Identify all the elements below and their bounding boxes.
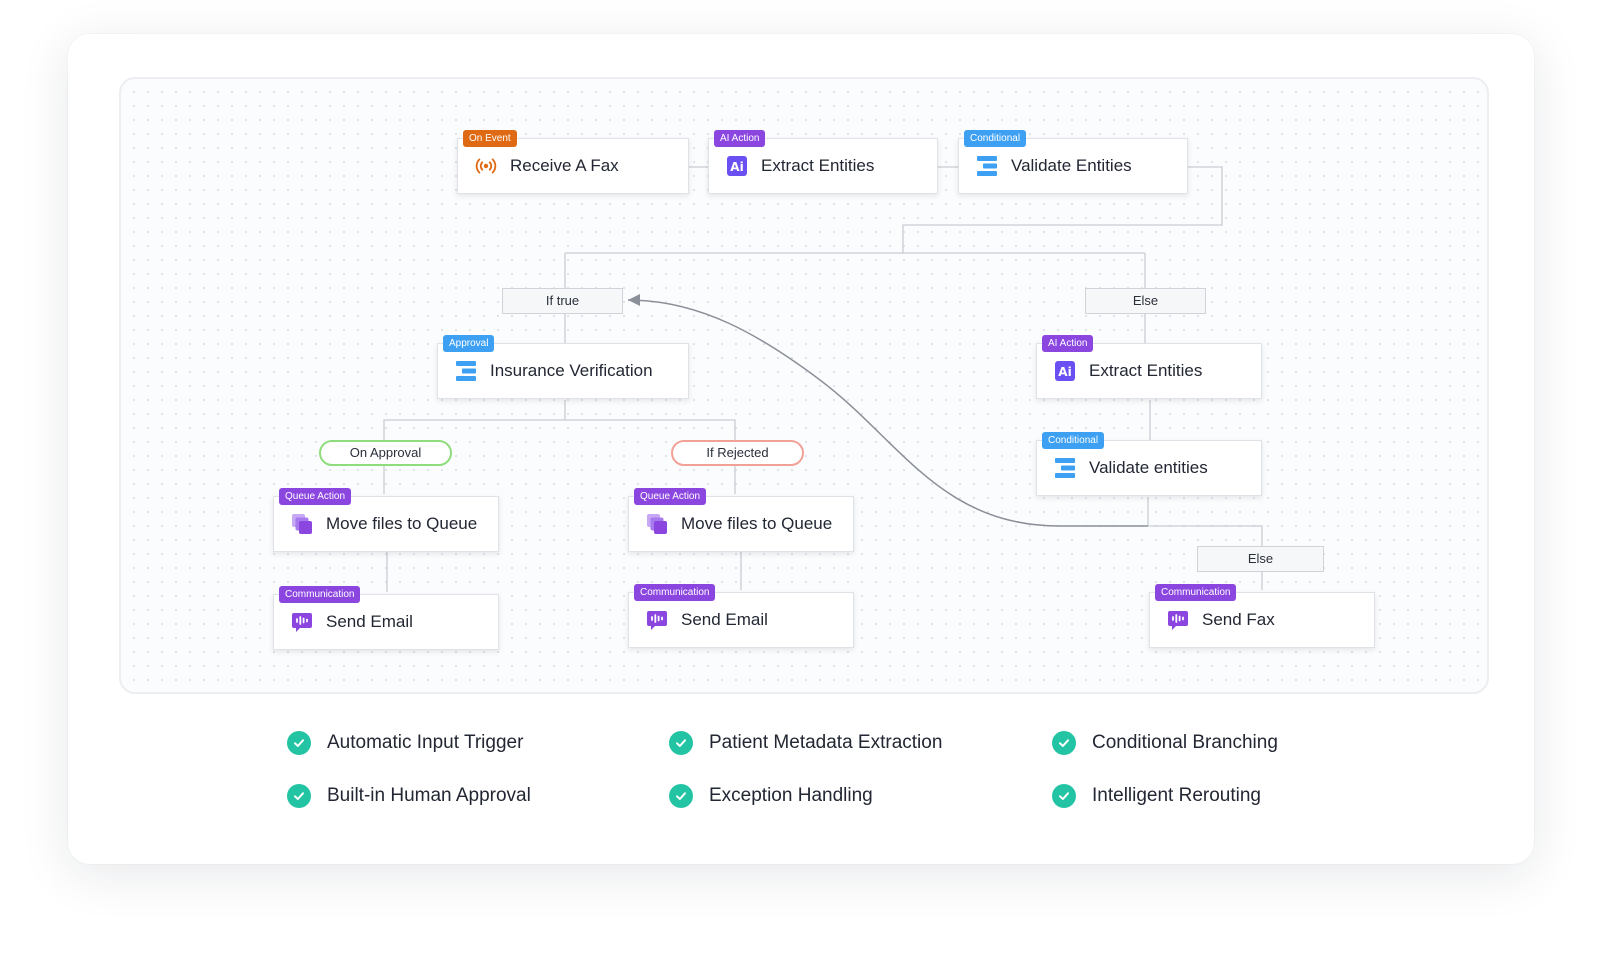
node-send-email-approval[interactable]: Communication Send Email xyxy=(273,586,499,650)
node-validate-entities-top[interactable]: Conditional Validate Entities xyxy=(958,130,1188,194)
ai-icon: Ai xyxy=(725,154,749,178)
tag-conditional: Conditional xyxy=(964,130,1027,147)
feature-label: Built-in Human Approval xyxy=(327,785,531,806)
tag-communication: Communication xyxy=(634,584,716,601)
conditional-icon xyxy=(454,359,478,383)
feature-item: Automatic Input Trigger xyxy=(287,731,523,755)
tag-communication: Communication xyxy=(1155,584,1237,601)
communication-icon xyxy=(290,610,314,634)
node-extract-entities-else[interactable]: AI Action Ai Extract Entities xyxy=(1036,335,1262,399)
tag-ai-action: AI Action xyxy=(1042,335,1094,352)
feature-label: Intelligent Rerouting xyxy=(1092,785,1261,806)
queue-icon xyxy=(645,512,669,536)
node-title: Validate entities xyxy=(1089,458,1208,477)
tag-communication: Communication xyxy=(279,586,361,603)
conditional-icon xyxy=(1053,456,1077,480)
tag-approval: Approval xyxy=(443,335,495,352)
feature-label: Patient Metadata Extraction xyxy=(709,732,943,753)
branch-if-rejected[interactable]: If Rejected xyxy=(671,440,804,466)
feature-label: Automatic Input Trigger xyxy=(327,732,524,753)
feature-item: Built-in Human Approval xyxy=(287,784,531,808)
ai-icon: Ai xyxy=(1053,359,1077,383)
communication-icon xyxy=(1166,608,1190,632)
tag-on-event: On Event xyxy=(463,130,517,147)
node-title: Receive A Fax xyxy=(510,156,619,175)
node-title: Send Email xyxy=(326,612,413,631)
branch-else-bottom[interactable]: Else xyxy=(1197,546,1324,572)
tag-ai-action: AI Action xyxy=(714,130,766,147)
feature-item: Conditional Branching xyxy=(1052,731,1278,755)
check-circle-icon xyxy=(287,731,311,755)
node-validate-entities-else[interactable]: Conditional Validate entities xyxy=(1036,432,1262,496)
node-title: Insurance Verification xyxy=(490,361,653,380)
feature-item: Intelligent Rerouting xyxy=(1052,784,1261,808)
feature-label: Conditional Branching xyxy=(1092,732,1278,753)
conditional-icon xyxy=(975,154,999,178)
node-title: Validate Entities xyxy=(1011,156,1132,175)
queue-icon xyxy=(290,512,314,536)
communication-icon xyxy=(645,608,669,632)
tag-conditional: Conditional xyxy=(1042,432,1105,449)
node-title: Move files to Queue xyxy=(326,514,478,533)
check-circle-icon xyxy=(1052,731,1076,755)
node-send-fax[interactable]: Communication Send Fax xyxy=(1149,584,1375,648)
branch-on-approval[interactable]: On Approval xyxy=(319,440,452,466)
node-receive-fax[interactable]: On Event Receive A Fax xyxy=(457,130,689,194)
check-circle-icon xyxy=(669,784,693,808)
check-circle-icon xyxy=(287,784,311,808)
tag-queue-action: Queue Action xyxy=(279,488,352,505)
node-send-email-rejected[interactable]: Communication Send Email xyxy=(628,584,854,648)
node-move-queue-rejected[interactable]: Queue Action Move files to Queue xyxy=(628,488,854,552)
node-insurance-verification[interactable]: Approval Insurance Verification xyxy=(437,335,689,399)
feature-label: Exception Handling xyxy=(709,785,873,806)
check-circle-icon xyxy=(669,731,693,755)
check-circle-icon xyxy=(1052,784,1076,808)
svg-text:Ai: Ai xyxy=(730,160,743,174)
svg-text:Ai: Ai xyxy=(1058,365,1071,379)
branch-else-top[interactable]: Else xyxy=(1085,288,1206,314)
node-extract-entities-top[interactable]: AI Action Ai Extract Entities xyxy=(708,130,938,194)
branch-if-true[interactable]: If true xyxy=(502,288,623,314)
node-title: Send Fax xyxy=(1202,610,1275,629)
node-move-queue-approval[interactable]: Queue Action Move files to Queue xyxy=(273,488,499,552)
feature-item: Exception Handling xyxy=(669,784,873,808)
feature-item: Patient Metadata Extraction xyxy=(669,731,942,755)
broadcast-icon xyxy=(474,154,498,178)
tag-queue-action: Queue Action xyxy=(634,488,707,505)
node-title: Extract Entities xyxy=(1089,361,1203,380)
node-title: Send Email xyxy=(681,610,768,629)
node-title: Extract Entities xyxy=(761,156,875,175)
node-title: Move files to Queue xyxy=(681,514,833,533)
